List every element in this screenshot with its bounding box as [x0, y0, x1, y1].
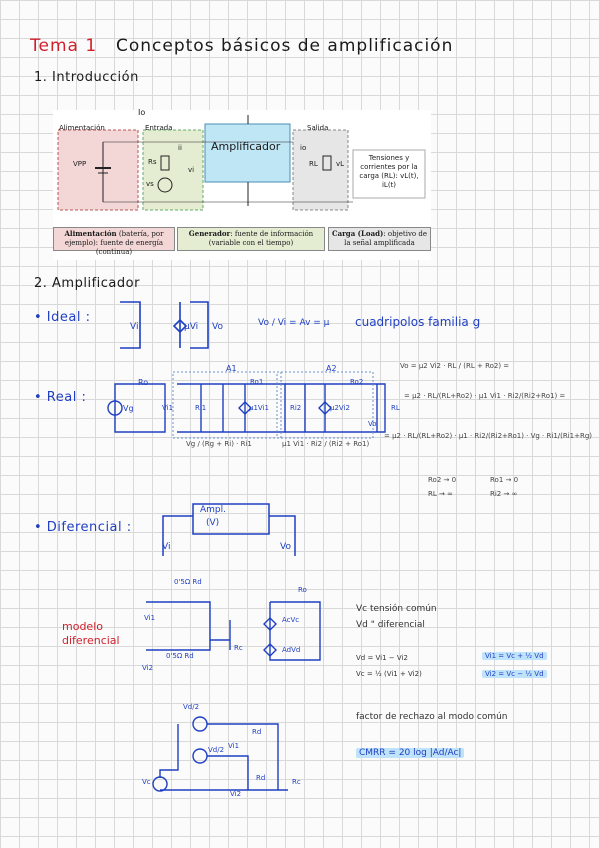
- ideal-src: μVi: [184, 322, 199, 332]
- fig-ii: ii: [178, 144, 182, 152]
- note-e1: Vd = Vi1 − Vi2: [356, 654, 408, 662]
- intro-diagram: [57, 115, 426, 211]
- ideal-eq: Vo / Vi = Av = μ: [258, 318, 330, 328]
- real-ri1: Ri1: [195, 404, 207, 412]
- alim-label-bold: Alimentación: [64, 229, 117, 238]
- modelo-rd2: 0'5Ω Rd: [166, 652, 194, 660]
- ideal-vi: Vi: [130, 322, 139, 332]
- fig-vpp: VPP: [73, 160, 87, 168]
- page-title: Conceptos básicos de amplificación: [116, 36, 454, 56]
- alim-label-box: Alimentación (batería, por ejemplo): fue…: [53, 227, 175, 256]
- real-vi1: Vi1: [162, 404, 174, 412]
- modelo-label-1: modelo: [62, 620, 103, 633]
- real-rl: RL: [391, 404, 400, 412]
- real-a2: A2: [326, 364, 337, 373]
- real-eq1: Vo = μ2 Vi2 · RL / (RL + Ro2) =: [400, 362, 510, 370]
- dif-box-1: Ampl.: [200, 505, 226, 515]
- gen-label-bold: Generador: [188, 229, 231, 238]
- model2-vi1: Vi1: [228, 742, 240, 750]
- note-e2: Vc = ½ (Vi1 + Vi2): [356, 670, 422, 678]
- real-lim2: RL → ∞: [428, 490, 453, 498]
- real-sub2: μ1 Vi1 · Ri2 / (Ri2 + Ro1): [282, 440, 370, 448]
- carga-label-box: Carga (Load): objetivo de la señal ampli…: [328, 227, 431, 251]
- modelo-rc: Rc: [234, 644, 243, 652]
- real-eq3: = μ2 · RL/(RL+Ro2) · μ1 · Ri2/(Ri2+Ro1) …: [384, 432, 593, 440]
- real-vg: Vg: [123, 404, 134, 413]
- model2-vi2: Vi2: [230, 790, 242, 798]
- ideal-circuit: [120, 301, 209, 349]
- real-ro: Ro: [138, 378, 149, 387]
- note-h2: Vi2 = Vc − ½ Vd: [482, 670, 547, 678]
- model2-rc: Rc: [292, 778, 301, 786]
- fig-io2: io: [300, 144, 307, 152]
- model2-circuit: [152, 716, 288, 792]
- fig-salida: Salida: [307, 124, 329, 132]
- real-lim3: Ro1 → 0: [490, 476, 519, 484]
- note-cmrr: CMRR = 20 log |Ad/Ac|: [356, 748, 465, 758]
- note-h1: Vi1 = Vc + ½ Vd: [482, 652, 547, 660]
- modelo-rd1: 0'5Ω Rd: [174, 578, 202, 586]
- alim-label-text: (batería, por ejemplo): fuente de energí…: [64, 230, 164, 256]
- fig-io: Io: [138, 108, 146, 117]
- tema-label: Tema 1: [30, 36, 98, 56]
- real-sub1: Vg / (Rg + Ri) · Ri1: [186, 440, 252, 448]
- note-vd: Vd " diferencial: [356, 620, 425, 630]
- fig-alim: Alimentación: [59, 124, 105, 132]
- section-1-title: 1. Introducción: [34, 70, 139, 85]
- real-a1: A1: [226, 364, 237, 373]
- gen-label-text: : fuente de información (variable con el…: [208, 230, 314, 247]
- section-2-title: 2. Amplificador: [34, 276, 140, 291]
- fig-vi: vi: [188, 166, 195, 174]
- model2-vc: Vc: [142, 778, 151, 786]
- carga-label-text: : objetivo de la señal amplificada: [344, 230, 427, 247]
- real-lim1: Ro2 → 0: [428, 476, 457, 484]
- modelo-acvc: AcVc: [282, 616, 300, 624]
- modelo-circuit: [146, 601, 321, 661]
- model2-vd2a: Vd/2: [183, 703, 200, 711]
- real-circuit: [107, 371, 386, 439]
- fig-rs: Rs: [148, 158, 157, 166]
- real-src1: μ1Vi1: [249, 404, 269, 412]
- modelo-vi1: Vi1: [144, 614, 156, 622]
- real-src2: μ2Vi2: [330, 404, 350, 412]
- gen-label-box: Generador: fuente de información (variab…: [177, 227, 325, 251]
- fig-tension-box: Tensiones y corrientes por la carga (RL)…: [359, 154, 419, 189]
- real-ro2: Ro2: [350, 378, 364, 386]
- carga-label-bold: Carga (Load): [332, 229, 384, 238]
- dif-label: • Diferencial :: [34, 520, 132, 535]
- fig-amp-label: Amplificador: [211, 140, 281, 153]
- intro-figure: Io Alimentación Entrada Salida Amplifica…: [53, 108, 431, 260]
- dif-vo: Vo: [280, 542, 291, 552]
- fig-vs: vs: [146, 180, 154, 188]
- real-label: • Real :: [34, 390, 87, 405]
- ideal-note: cuadripolos familia g: [355, 315, 481, 329]
- fig-entrada: Entrada: [145, 124, 173, 132]
- real-ri2: Ri2: [290, 404, 302, 412]
- fig-vl: vL: [336, 160, 345, 168]
- model2-rd1: Rd: [252, 728, 262, 736]
- note-vc: Vc tensión común: [356, 604, 437, 614]
- model2-rd2: Rd: [256, 774, 266, 782]
- real-eq2: = μ2 · RL/(RL+Ro2) · μ1 Vi1 · Ri2/(Ri2+R…: [404, 392, 566, 400]
- ideal-label: • Ideal :: [34, 310, 91, 325]
- dif-circuit: [162, 503, 296, 556]
- modelo-ro: Ro: [298, 586, 307, 594]
- modelo-label-2: diferencial: [62, 634, 120, 647]
- real-vo: Vo: [368, 420, 377, 428]
- modelo-vi2: Vi2: [142, 664, 154, 672]
- dif-vi: Vi: [162, 542, 171, 552]
- ideal-vo: Vo: [212, 322, 223, 332]
- real-ro1: Ro1: [250, 378, 264, 386]
- dif-box-2: (V): [206, 518, 220, 528]
- note-fact: factor de rechazo al modo común: [356, 712, 508, 722]
- model2-vd2b: Vd/2: [208, 746, 225, 754]
- real-lim4: Ri2 → ∞: [490, 490, 518, 498]
- fig-rl: RL: [309, 160, 318, 168]
- modelo-advd: AdVd: [282, 646, 301, 654]
